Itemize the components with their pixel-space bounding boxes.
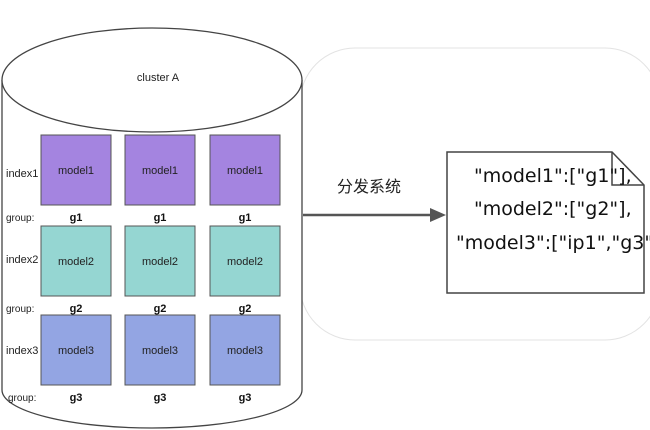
model-label: model1 [58,165,94,177]
group-value: g1 [154,212,167,224]
index-label: index1 [6,168,38,180]
group-label: group: [6,213,34,224]
group-value: g1 [70,212,83,224]
index-label: index2 [6,254,38,266]
model-block [209,225,281,297]
config-document: "model1":["g1"], "model2":["g2"], "model… [446,151,650,294]
group-value: g2 [70,303,83,315]
group-value: g2 [239,303,252,315]
document-line-2: "model2":["g2"], [474,198,632,220]
row-index3: index3 model3 model3 model3 group: g3 g3… [6,314,281,404]
model-block [124,225,196,297]
model-block [124,134,196,206]
distribution-arrow: 分发系统 [303,178,446,222]
index-label: index3 [6,345,38,357]
group-value: g3 [70,392,83,404]
group-value: g3 [154,392,167,404]
arrow-head [430,208,446,222]
group-label: group: [8,393,36,404]
model-block [40,134,112,206]
model-label: model1 [142,165,178,177]
model-block [40,314,112,386]
document-line-1: "model1":["g1"], [474,165,632,187]
model-label: model3 [58,345,94,357]
row-index1: index1 model1 model1 model1 group: g1 g1… [6,134,281,224]
model-label: model2 [227,256,263,268]
model-label: model1 [227,165,263,177]
model-label: model2 [142,256,178,268]
arrow-label: 分发系统 [337,178,401,196]
model-label: model3 [227,345,263,357]
cluster-label: cluster A [137,72,180,84]
model-block [209,134,281,206]
document-line-3: "model3":["ip1","g3"] [456,232,650,254]
group-label: group: [6,304,34,315]
group-value: g2 [154,303,167,315]
document-fold [611,152,644,186]
model-block [124,314,196,386]
model-label: model3 [142,345,178,357]
model-block [40,225,112,297]
row-index2: index2 model2 model2 model2 group: g2 g2… [6,225,281,315]
model-block [209,314,281,386]
model-label: model2 [58,256,94,268]
cylinder-top [1,27,303,133]
document-body [446,151,645,294]
group-value: g1 [239,212,252,224]
group-value: g3 [239,392,252,404]
